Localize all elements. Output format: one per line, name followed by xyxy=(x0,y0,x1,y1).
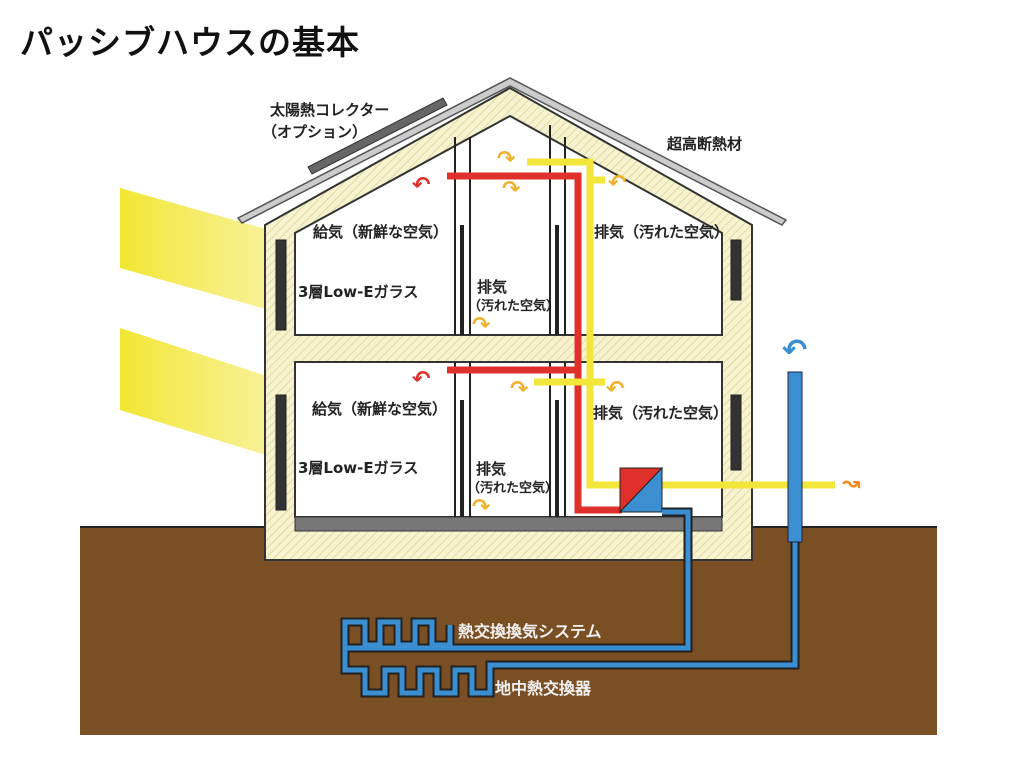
exhaust-label-lower-mid: 排気 xyxy=(476,460,506,478)
exhaust-out-arrow-icon: ↝ xyxy=(842,471,861,496)
roof xyxy=(236,77,788,226)
exhaust-arrow-icon: ↶ xyxy=(606,377,624,402)
super-insulation-label: 超高断熱材 xyxy=(666,135,742,153)
exhaust-arrow-icon: ↷ xyxy=(497,147,516,172)
supply-air-pipe xyxy=(447,172,622,514)
supply-arrow-icon: ↶ xyxy=(412,367,430,392)
ground-heat-exchanger-label: 地中熱交換器 xyxy=(495,679,592,698)
upper-floor-room xyxy=(294,114,723,336)
glass-label-upper: 3層Low-Eガラス xyxy=(298,283,418,301)
solar-collector-option-label: （オプション） xyxy=(262,123,367,141)
glass-label-lower: 3層Low-Eガラス xyxy=(298,459,418,477)
exhaust-label-upper-right: 排気（汚れた空気） xyxy=(594,223,729,241)
exhaust-air-pipe xyxy=(527,158,835,489)
exhaust-label-lower-right: 排気（汚れた空気） xyxy=(593,404,728,422)
exhaust-arrow-icon: ↶ xyxy=(608,171,626,196)
supply-label-lower: 給気（新鮮な空気） xyxy=(312,400,447,418)
exhaust-label-upper-mid: 排気 xyxy=(477,278,507,296)
exhaust-arrow-icon: ↷ xyxy=(510,377,529,402)
page-title: パッシブハウスの基本 xyxy=(20,23,360,62)
intake-arrow-icon: ↶ xyxy=(782,333,807,368)
airflow-arrows: ↶ ↶ ↷ ↷ ↶ ↷ ↶ ↷ ↷ ↝ ↶ xyxy=(412,147,861,520)
floor-slab xyxy=(294,516,723,532)
exhaust-arrow-icon: ↷ xyxy=(502,177,521,202)
supply-label-upper: 給気（新鮮な空気） xyxy=(313,223,448,241)
triple-glazed-windows xyxy=(275,239,742,511)
partitions xyxy=(454,125,566,517)
exhaust-arrow-icon: ↷ xyxy=(472,313,491,338)
exhaust-arrow-icon: ↷ xyxy=(472,495,491,520)
hrv-system-label: 熱交換換気システム xyxy=(458,622,602,641)
ground-air-intake-pipe xyxy=(787,371,803,543)
solar-collector xyxy=(307,97,448,175)
exhaust-sub-upper-mid: （汚れた空気） xyxy=(468,298,559,314)
heat-exchanger-unit xyxy=(618,466,664,514)
solar-collector-label: 太陽熱コレクター xyxy=(270,101,389,119)
exhaust-sub-lower-mid: （汚れた空気） xyxy=(467,480,558,496)
supply-arrow-icon: ↶ xyxy=(412,173,430,198)
